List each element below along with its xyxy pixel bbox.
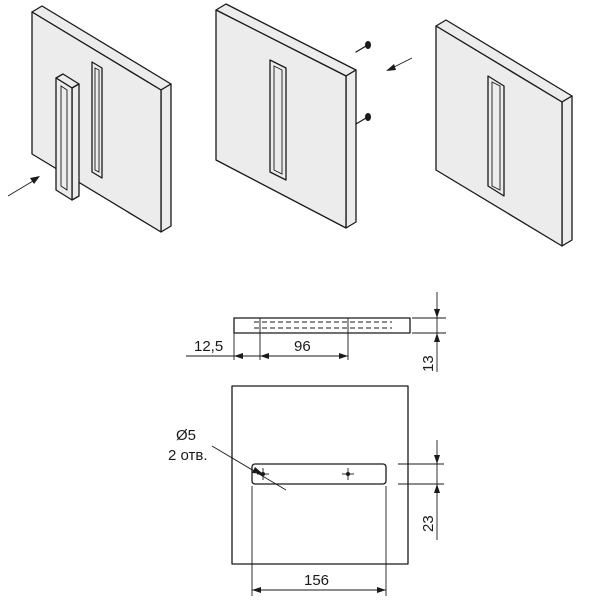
panel-3-face [435, 25, 563, 247]
handle-bar-edge [71, 83, 80, 201]
front-view-body [231, 385, 409, 565]
panel-2-handle-inner [273, 65, 283, 175]
dim-96-arrow-left [260, 353, 269, 359]
panel-2-face [215, 9, 347, 229]
hole-count-label: 2 отв. [168, 447, 208, 464]
dim-23-arrow-top [434, 455, 440, 464]
dim-156-arrow-left [252, 587, 261, 593]
handle-bar-inner [60, 85, 68, 191]
panel-1-side-edge [160, 83, 172, 233]
arrow-2-head [386, 64, 396, 71]
front-view-slot [251, 463, 387, 485]
dim-156-arrow-right [377, 587, 386, 593]
handle-bar-front [55, 77, 73, 201]
step-2-panel-with-screws [215, 3, 413, 229]
dim-23-arrow-bottom [434, 484, 440, 493]
screw-bottom-head [365, 113, 371, 121]
panel-1-slot-inner [94, 67, 100, 173]
dim-156-label: 156 [304, 572, 329, 589]
leader-arrow [252, 467, 263, 474]
panel-1-face [31, 11, 162, 233]
dim-96-arrow-right [339, 353, 348, 359]
front-view: Ø5 2 отв. 23 156 [168, 385, 444, 596]
panel-2-side-edge [345, 69, 357, 229]
dim-23-label: 23 [420, 515, 437, 532]
panel-1-slot-outer [91, 61, 103, 179]
screw-bottom [355, 113, 371, 125]
screw-top [355, 41, 371, 53]
side-view-body [233, 317, 411, 334]
step-1-panel-with-handle [7, 5, 172, 233]
dim-12-5-label: 12,5 [194, 338, 223, 355]
step-3-assembled-panel [435, 19, 573, 247]
arrow-1-head [30, 176, 40, 184]
dim-12-5-arrow [234, 353, 243, 359]
hole-2-dot [346, 472, 350, 476]
side-view: 13 12,5 96 [186, 292, 446, 372]
leader-hole-diameter [211, 445, 287, 491]
screw-top-head [365, 41, 371, 49]
dim-96-label: 96 [294, 338, 311, 355]
panel-3-handle-outer [487, 75, 505, 197]
screw-top-shank [355, 45, 367, 53]
panel-3-handle-inner [491, 81, 501, 191]
dim-13-label: 13 [420, 355, 437, 372]
hole-diameter-label: Ø5 [176, 427, 196, 444]
dim-13-arrow-bottom [434, 333, 440, 342]
hole-marker-2 [342, 468, 354, 480]
screw-bottom-shank [355, 117, 367, 125]
panel-3-side-edge [561, 95, 573, 247]
panel-2-handle-outer [269, 59, 287, 181]
dim-13-arrow-top [434, 309, 440, 318]
